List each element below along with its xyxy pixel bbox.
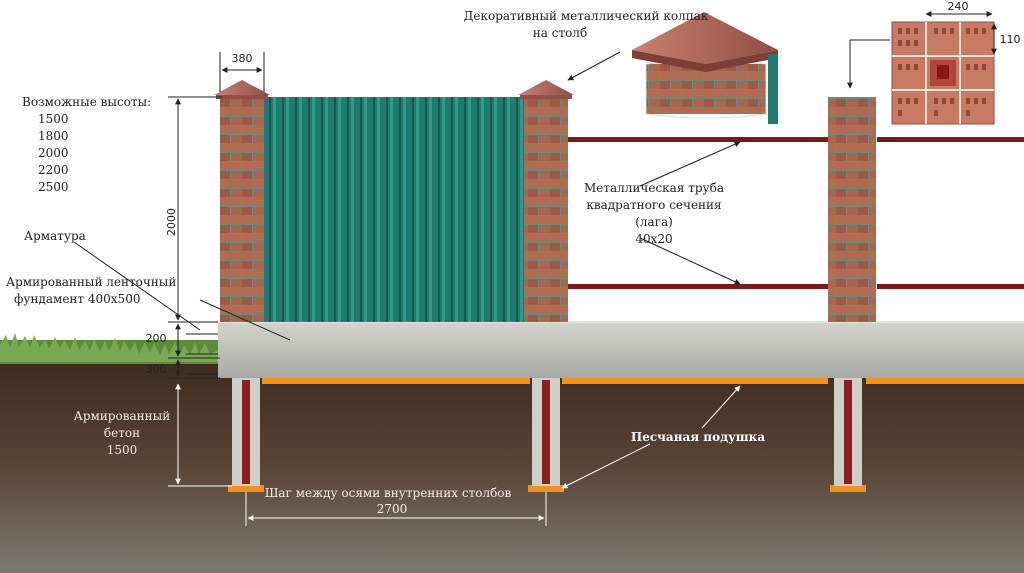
foundation-label-line1: Армированный ленточный	[6, 275, 176, 289]
sand-label: Песчаная подушка	[631, 430, 765, 444]
height-2000: 2000	[38, 146, 69, 160]
pipe-label-line1: Металлическая труба	[584, 181, 724, 195]
step-label-line2: 2700	[377, 502, 408, 516]
foundation-label-line2: фундамент 400х500	[14, 292, 140, 306]
concrete-label-line3: 1500	[107, 443, 138, 457]
height-1800: 1800	[38, 129, 69, 143]
pipe-label-line4: 40х20	[635, 232, 672, 246]
strip-foundation	[218, 321, 1024, 378]
brick-section-inset	[891, 21, 995, 125]
pipe-label-line3: (лага)	[635, 215, 673, 229]
pipe-label-line2: квадратного сечения	[586, 198, 721, 212]
height-2500: 2500	[38, 180, 69, 194]
concrete-piles	[232, 378, 862, 486]
cap-label-line1: Декоративный металлический колпак	[464, 9, 709, 23]
concrete-label-line1: Армированный	[74, 409, 170, 423]
cap-label-line2: на столб	[533, 26, 587, 40]
soil-layer	[0, 360, 1024, 573]
dim-pillar-width: 380	[232, 52, 253, 65]
grass-strip	[0, 333, 230, 364]
dim-foundation-200: 200	[146, 332, 167, 345]
dimension-lines	[168, 11, 997, 379]
armatura-label: Арматура	[24, 229, 86, 243]
brick-pillar-left	[214, 80, 270, 322]
sand-cushion	[228, 378, 1024, 492]
cap-detail-inset	[632, 12, 778, 124]
brick-pillar-middle	[518, 80, 574, 322]
concrete-label-line2: бетон	[104, 426, 140, 440]
dim-brick-240: 240	[948, 0, 969, 13]
dimension-lines-underground	[168, 383, 547, 526]
height-2200: 2200	[38, 163, 69, 177]
metal-lag-pipes	[568, 137, 1024, 289]
brick-pillar-right	[828, 97, 876, 322]
dim-brick-110: 110	[1000, 33, 1021, 46]
dim-height-2000: 2000	[165, 208, 178, 236]
step-label-line1: Шаг между осями внутренних столбов	[265, 486, 512, 500]
sand-leader	[561, 385, 741, 489]
profile-sheet	[264, 97, 526, 322]
height-1500: 1500	[38, 112, 69, 126]
heights-title: Возможные высоты:	[22, 95, 151, 109]
leader-lines	[73, 39, 890, 375]
dim-depth-300: 300	[146, 363, 167, 376]
